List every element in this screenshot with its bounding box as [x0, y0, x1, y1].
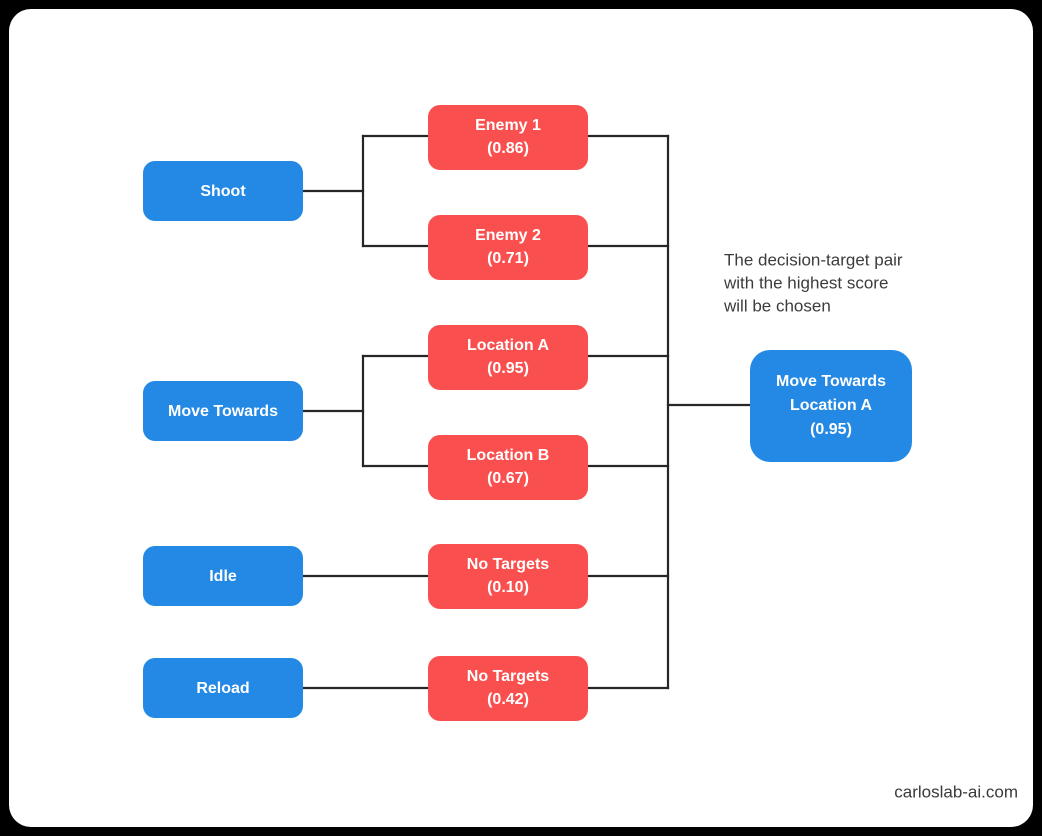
decision-node-reload[interactable]: Reload [143, 658, 303, 718]
decision-node-idle-shape [143, 546, 303, 606]
decision-node-move-towards-shape [143, 381, 303, 441]
target-node-location-a-name: Location A [467, 337, 550, 354]
target-node-reload-target-score: (0.42) [487, 691, 529, 708]
target-node-location-b[interactable]: Location B (0.67) [428, 435, 588, 500]
decision-node-move-towards-label: Move Towards [168, 403, 278, 420]
target-node-location-b-name: Location B [467, 447, 550, 464]
target-node-enemy-2-name: Enemy 2 [475, 227, 541, 244]
target-node-idle-target-shape [428, 544, 588, 609]
target-node-reload-target-shape [428, 656, 588, 721]
watermark-label: carloslab-ai.com [894, 782, 1018, 801]
edge-layer [301, 134, 752, 690]
target-node-enemy-2[interactable]: Enemy 2 (0.71) [428, 215, 588, 280]
target-node-enemy-1[interactable]: Enemy 1 (0.86) [428, 105, 588, 170]
target-node-location-a[interactable]: Location A (0.95) [428, 325, 588, 390]
result-node-line-2: Location A [790, 397, 873, 414]
decision-node-shoot[interactable]: Shoot [143, 161, 303, 221]
decision-node-shoot-shape [143, 161, 303, 221]
target-node-location-b-score: (0.67) [487, 470, 529, 487]
target-node-reload-target[interactable]: No Targets (0.42) [428, 656, 588, 721]
decision-node-shoot-label: Shoot [200, 183, 246, 200]
result-node-shape [750, 350, 912, 462]
target-node-location-a-shape [428, 325, 588, 390]
annotation-line-3: will be chosen [723, 296, 831, 315]
target-node-enemy-2-shape [428, 215, 588, 280]
result-node-chosen[interactable]: Move Towards Location A (0.95) [750, 350, 912, 462]
target-node-idle-target[interactable]: No Targets (0.10) [428, 544, 588, 609]
annotation-note: The decision-target pair with the highes… [723, 250, 903, 315]
target-node-location-a-score: (0.95) [487, 360, 529, 377]
target-node-enemy-1-name: Enemy 1 [475, 117, 541, 134]
target-node-reload-target-name: No Targets [467, 668, 549, 685]
result-node-line-3: (0.95) [810, 421, 852, 438]
annotation-line-2: with the highest score [723, 273, 888, 292]
target-node-enemy-1-shape [428, 105, 588, 170]
target-node-enemy-1-score: (0.86) [487, 140, 529, 157]
annotation-line-1: The decision-target pair [724, 250, 903, 269]
target-node-idle-target-name: No Targets [467, 556, 549, 573]
decision-node-idle[interactable]: Idle [143, 546, 303, 606]
decision-node-reload-label: Reload [196, 680, 249, 697]
target-node-location-b-shape [428, 435, 588, 500]
decision-node-idle-label: Idle [209, 568, 237, 585]
target-node-idle-target-score: (0.10) [487, 579, 529, 596]
decision-node-reload-shape [143, 658, 303, 718]
decision-node-move-towards[interactable]: Move Towards [143, 381, 303, 441]
result-node-line-1: Move Towards [776, 373, 886, 390]
target-node-enemy-2-score: (0.71) [487, 250, 529, 267]
